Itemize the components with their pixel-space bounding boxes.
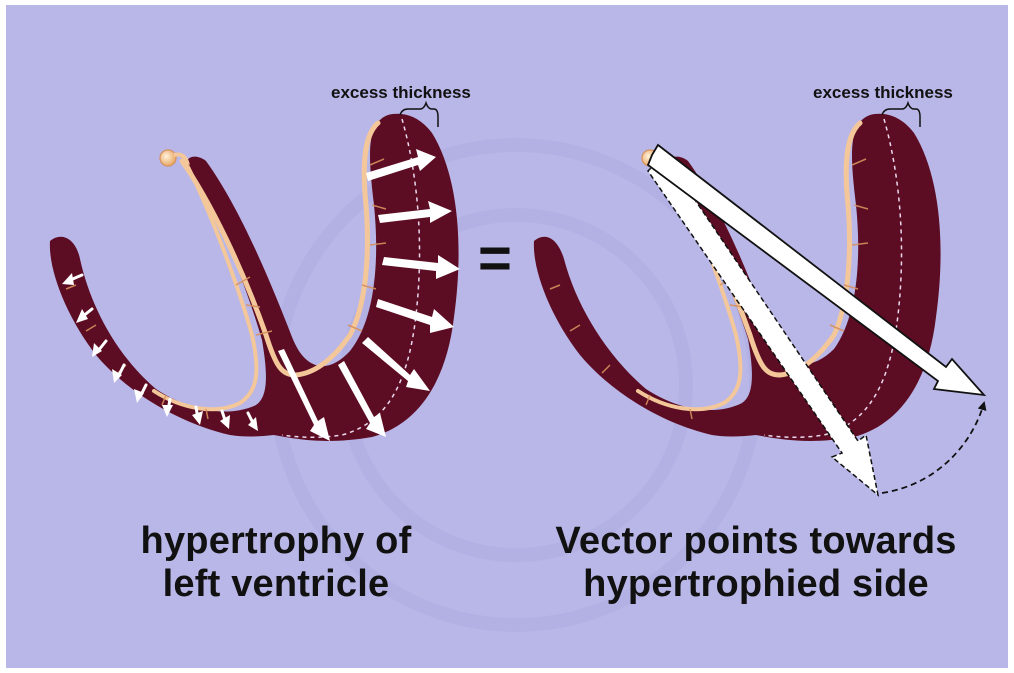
right-caption-line-2: hypertrophied side: [536, 563, 976, 606]
left-caption: hypertrophy of left ventricle: [96, 520, 456, 605]
equals-sign: =: [478, 225, 512, 292]
rotation-arrow: [882, 403, 984, 493]
left-conduction-freewall: [154, 167, 256, 409]
left-caption-line-1: hypertrophy of: [96, 520, 456, 563]
left-caption-line-2: left ventricle: [96, 563, 456, 606]
right-caption-line-1: Vector points towards: [536, 520, 976, 563]
left-ventricle-hypertrophy: [50, 114, 459, 441]
left-sa-node: [160, 150, 176, 166]
left-myocardium: [50, 114, 459, 441]
right-caption: Vector points towards hypertrophied side: [536, 520, 976, 605]
figure: excess thickness excess thickness = hype…: [6, 5, 1008, 668]
left-excess-thickness-label: excess thickness: [331, 83, 471, 103]
right-excess-thickness-label: excess thickness: [813, 83, 953, 103]
